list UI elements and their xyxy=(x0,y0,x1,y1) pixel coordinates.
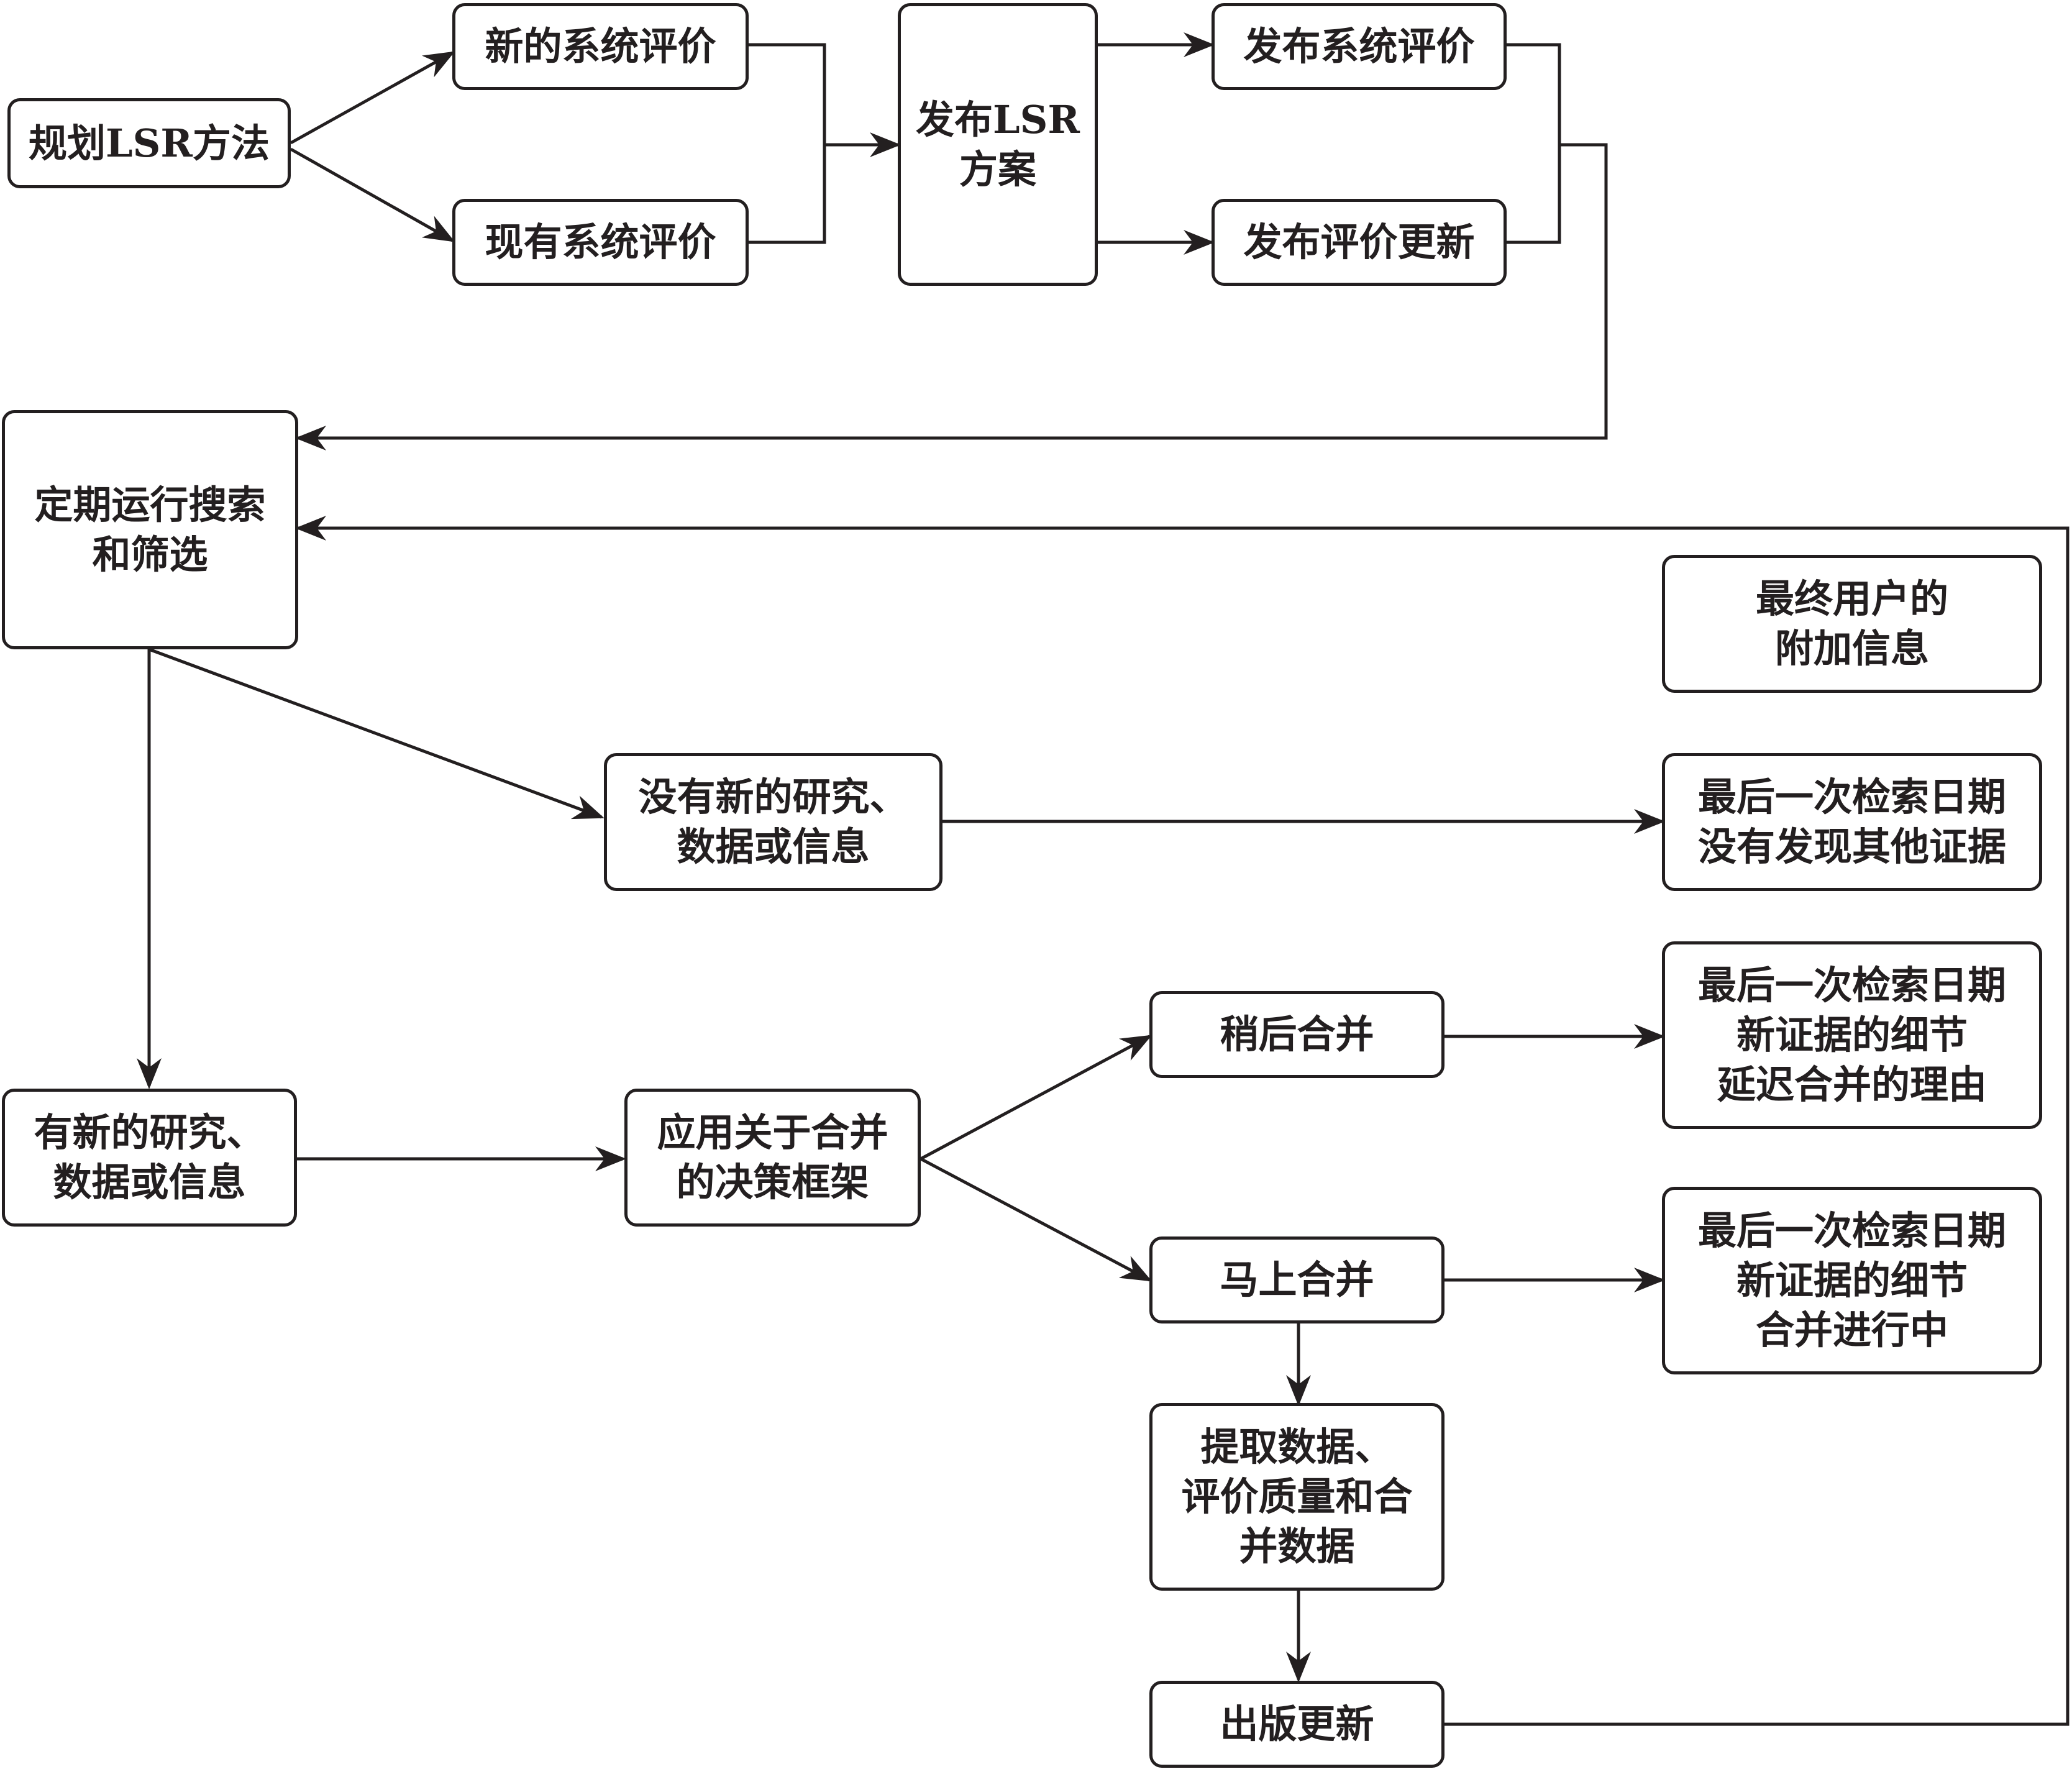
arrow-framework-to-merge-later xyxy=(920,1035,1152,1161)
node-has-new: 有新的研究、 数据或信息 xyxy=(2,1089,297,1227)
node-merge-later-note: 最后一次检索日期 新证据的细节 延迟合并的理由 xyxy=(1662,941,2042,1129)
node-merge-now: 马上合并 xyxy=(1149,1236,1444,1323)
node-new-sr: 新的系统评价 xyxy=(452,3,749,90)
arrow-framework-to-merge-now xyxy=(920,1157,1152,1282)
node-publish-protocol: 发布LSR 方案 xyxy=(898,3,1098,286)
arrow-publish-to-search xyxy=(295,143,1608,450)
node-plan-lsr: 规划LSR方法 xyxy=(7,98,291,188)
node-framework: 应用关于合并 的决策框架 xyxy=(624,1089,921,1227)
node-search-screen: 定期运行搜索 和筛选 xyxy=(2,410,298,649)
node-publish-update: 发布评价更新 xyxy=(1212,199,1507,286)
node-no-new-note: 最后一次检索日期 没有发现其他证据 xyxy=(1662,753,2042,891)
arrow-plan-to-existing-sr xyxy=(290,147,455,242)
node-merge-later: 稍后合并 xyxy=(1149,991,1444,1078)
connector-publish-bracket xyxy=(1507,43,1561,244)
connector-new-sr-bracket xyxy=(749,43,826,244)
arrow-loop-publish-to-search xyxy=(295,516,2070,1726)
arrow-plan-to-new-sr xyxy=(290,51,455,145)
node-publish-update-final: 出版更新 xyxy=(1149,1681,1444,1768)
node-extract: 提取数据、 评价质量和合 并数据 xyxy=(1149,1403,1444,1591)
node-publish-sr: 发布系统评价 xyxy=(1212,3,1507,90)
arrow-search-to-no-new xyxy=(148,647,605,820)
node-merge-now-note: 最后一次检索日期 新证据的细节 合并进行中 xyxy=(1662,1187,2042,1374)
node-existing-sr: 现有系统评价 xyxy=(452,199,749,286)
node-extra-info: 最终用户的 附加信息 xyxy=(1662,555,2042,693)
node-no-new: 没有新的研究、 数据或信息 xyxy=(604,753,942,891)
